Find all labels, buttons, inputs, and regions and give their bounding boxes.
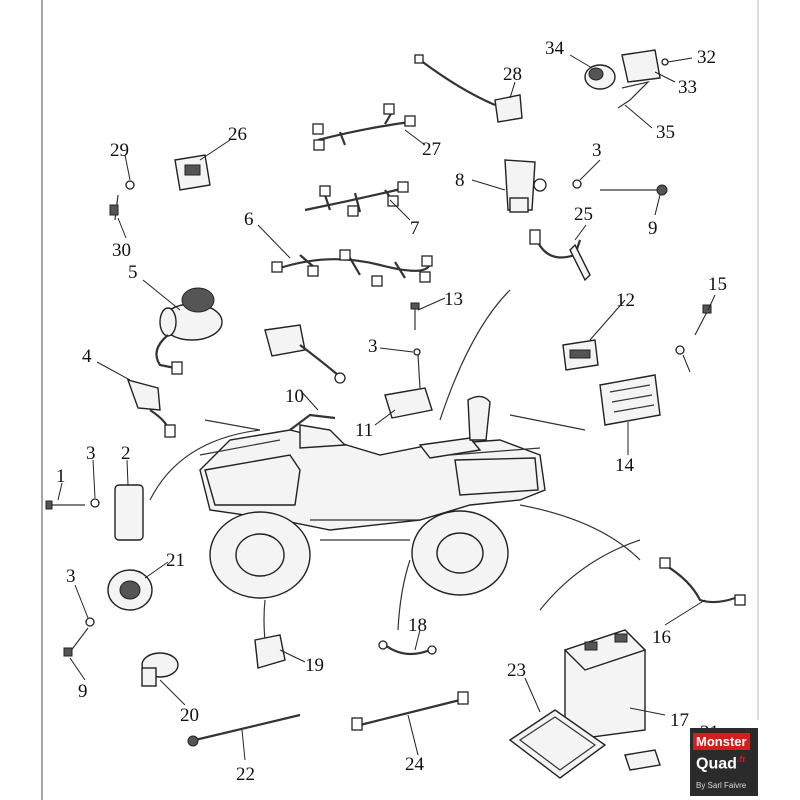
part-28-sender xyxy=(414,54,523,123)
logo-suffix: .fr xyxy=(736,754,746,764)
part-29-30-bolt xyxy=(109,180,135,221)
callout-8: 8 xyxy=(455,170,465,191)
pointer-lines xyxy=(204,414,641,611)
callout-7: 7 xyxy=(410,218,420,239)
part-15-bolt xyxy=(694,304,712,336)
callout-35: 35 xyxy=(656,122,675,143)
callout-13: 13 xyxy=(444,289,463,310)
callout-9: 9 xyxy=(648,218,658,239)
logo-tagline: By Sarl Faivre xyxy=(696,781,747,790)
part-9-bolt-a xyxy=(600,184,668,196)
callout-10: 10 xyxy=(285,386,304,407)
callout-33: 33 xyxy=(678,77,697,98)
part-17-battery xyxy=(563,629,647,739)
part-3-washer-d xyxy=(675,345,685,355)
callout-23: 23 xyxy=(507,660,526,681)
callout-21: 21 xyxy=(166,550,185,571)
part-9-bolt-b xyxy=(63,627,89,657)
part-4-switch xyxy=(126,378,176,438)
callout-11: 11 xyxy=(355,420,373,441)
part-10-cdi-unit xyxy=(264,324,346,384)
callout-6: 6 xyxy=(244,209,254,230)
part-20-switch xyxy=(141,652,179,687)
part-27-harness xyxy=(312,103,416,151)
part-3-washer-c xyxy=(572,179,582,189)
callout-5: 5 xyxy=(128,262,138,283)
part-33-bracket xyxy=(621,49,661,83)
part-19-relay xyxy=(254,634,286,669)
part-1-bolt xyxy=(45,500,85,510)
callout-30: 30 xyxy=(112,240,131,261)
part-16-harness xyxy=(659,557,746,606)
callout-29: 29 xyxy=(110,140,129,161)
part-8-solenoid xyxy=(504,159,547,213)
callout-26: 26 xyxy=(228,124,247,145)
callout-34: 34 xyxy=(545,38,565,59)
callout-12: 12 xyxy=(616,290,635,311)
logo-quad: Quad xyxy=(696,755,737,773)
callout-3: 3 xyxy=(592,140,602,161)
monster-quad-logo: Monster Quad.fr By Sarl Faivre xyxy=(690,728,758,796)
part-3-washer-a xyxy=(90,498,100,508)
callout-15: 15 xyxy=(708,274,727,295)
callout-numbers: 1 2 3 3 3 3 4 5 6 7 8 9 9 10 11 12 13 14… xyxy=(56,38,727,785)
part-11-control-unit xyxy=(384,354,433,419)
part-26-regulator xyxy=(174,154,211,191)
part-34-lamp xyxy=(584,64,616,90)
callout-17: 17 xyxy=(670,710,689,731)
callout-1: 1 xyxy=(56,466,66,487)
logo-line2: Quad.fr xyxy=(696,754,746,773)
callout-leaders xyxy=(57,54,716,761)
callout-3: 3 xyxy=(86,443,96,464)
callout-24: 24 xyxy=(405,754,425,775)
part-12-relay xyxy=(562,339,599,371)
part-18-connector xyxy=(378,640,437,656)
callout-9: 9 xyxy=(78,681,88,702)
callout-32: 32 xyxy=(697,47,716,68)
callout-28: 28 xyxy=(503,64,522,85)
part-13-bolt xyxy=(410,302,420,330)
callout-2: 2 xyxy=(121,443,131,464)
part-24-strap xyxy=(351,691,469,731)
callout-20: 20 xyxy=(180,705,199,726)
callout-27: 27 xyxy=(422,139,441,160)
part-21-pad xyxy=(624,749,661,771)
part-22-cable xyxy=(187,713,301,747)
part-5-starter-motor xyxy=(155,287,223,375)
callout-16: 16 xyxy=(652,627,671,648)
part-21-horn xyxy=(107,569,153,611)
atv-illustration xyxy=(149,289,641,661)
callout-22: 22 xyxy=(236,764,255,785)
part-7-harness xyxy=(304,181,409,217)
callout-19: 19 xyxy=(305,655,324,676)
callout-18: 18 xyxy=(408,615,427,636)
part-3-washer-b xyxy=(413,348,421,356)
part-35-wire xyxy=(617,80,650,109)
part-14-fuse-box xyxy=(599,374,661,426)
part-2-relay xyxy=(114,484,144,541)
part-3-washer-e xyxy=(85,617,95,627)
part-6-harness xyxy=(271,249,433,287)
callout-25: 25 xyxy=(574,204,593,225)
part-32-screw xyxy=(661,58,669,66)
callout-14: 14 xyxy=(615,455,635,476)
part-23-tray xyxy=(508,709,607,779)
callout-4: 4 xyxy=(82,346,92,367)
logo-line1: Monster xyxy=(693,733,750,750)
callout-3: 3 xyxy=(66,566,76,587)
callout-3: 3 xyxy=(368,336,378,357)
part-25-sensor xyxy=(529,229,591,282)
